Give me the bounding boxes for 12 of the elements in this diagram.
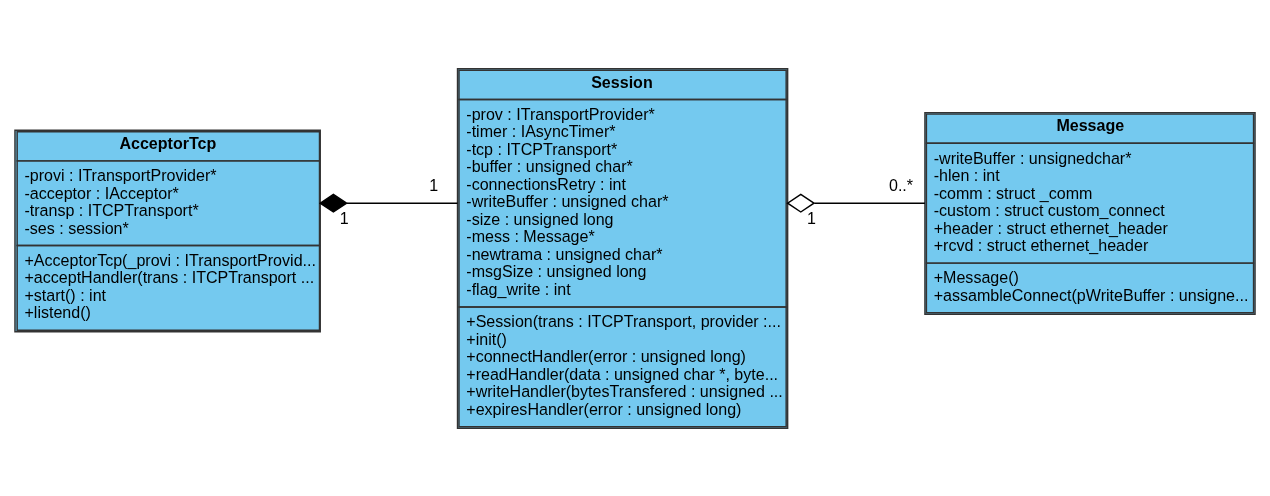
node-text: -prov : ITransportProvider* -timer : IAsyncTimer* -tcp : ITCPTransport* -buffer : unsigned char* -connectionsRetry : int -writeBuffer : unsigned char* -size : unsigned long -mess : Message* -newtrama : unsigned char* -msgSize : unsigned long -flag_write : int — [466, 104, 669, 298]
label: 1 — [339, 208, 349, 227]
connector — [786, 193, 926, 213]
label: 1 — [429, 175, 439, 194]
node-text: +Message() +assambleConnect(pWriteBuffer : unsigne... — [933, 267, 1249, 304]
node-text: +Session(trans : ITCPTransport, provider :... +init() +connectHandler(error : unsigned long) +readHandler(data : unsigned char *, byte... +writeHandler(bytesTransfered : unsigned ... +expiresHandler(error : unsigned long) — [466, 311, 783, 418]
label: 1 — [807, 208, 817, 227]
connector — [318, 193, 459, 213]
node-text: -provi : ITransportProvider* -acceptor : IAcceptor* -transp : ITCPTransport* -ses : session* — [24, 165, 217, 237]
node-text: +AcceptorTcp(_provi : ITransportProvid... +acceptHandler(trans : ITCPTransport ... +start() : int +listend() — [24, 250, 316, 321]
node-text: -writeBuffer : unsignedchar* -hlen : int -comm : struct _comm -custom : struct custom_connect +header : struct ethernet_header +rcvd : struct ethernet_header — [933, 147, 1168, 254]
label: 0..* — [888, 175, 914, 194]
